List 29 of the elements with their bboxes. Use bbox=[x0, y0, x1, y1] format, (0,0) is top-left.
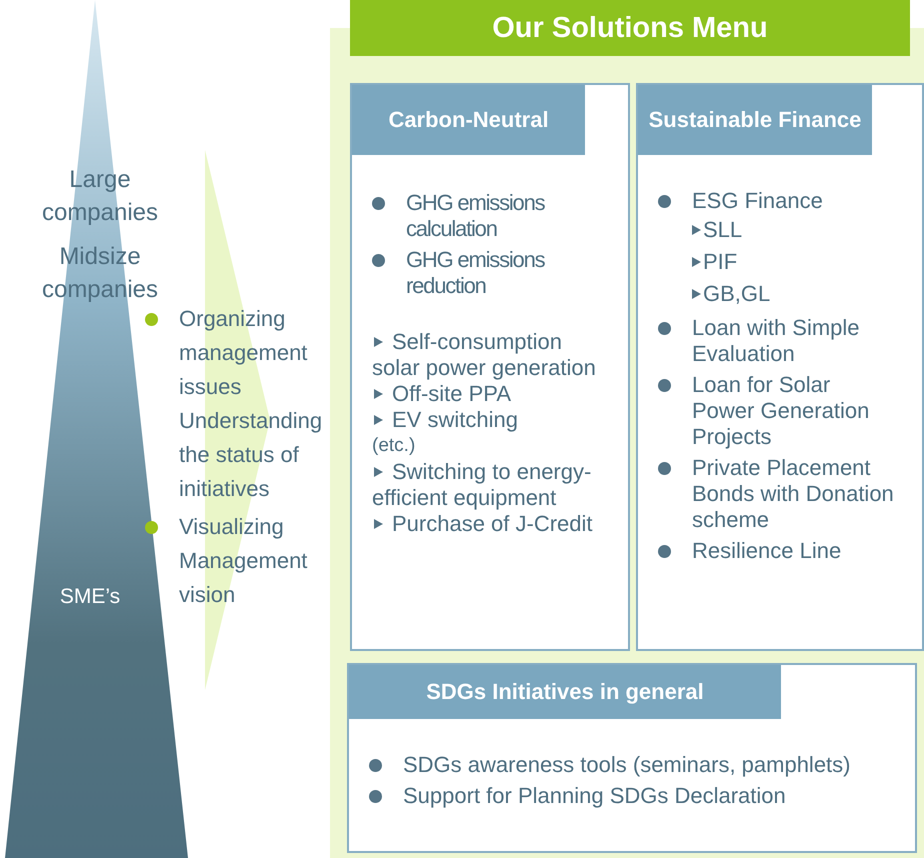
list-item: Self-consumption solar power generation bbox=[372, 329, 602, 381]
bullet-item: Visualizing Management vision bbox=[145, 510, 335, 612]
list-item: ESG Finance bbox=[658, 188, 898, 214]
list-item: GB,GL bbox=[658, 278, 898, 310]
bullet-item: Organizing management issues Understanding the status of initiatives bbox=[145, 302, 335, 506]
list-item: Loan for Solar Power Generation Projects bbox=[658, 372, 898, 450]
list-item: Loan with Simple Evaluation bbox=[658, 315, 898, 367]
list-item: EV switching bbox=[372, 407, 602, 433]
tier-label: SME’s bbox=[58, 584, 122, 610]
list-item: Resilience Line bbox=[658, 538, 898, 564]
card-heading: Sustainable Finance bbox=[638, 85, 872, 155]
list-item: (etc.) bbox=[372, 434, 416, 458]
panel-heading: Our Solutions Menu bbox=[350, 0, 910, 56]
list-item: PIF bbox=[658, 246, 898, 278]
list-item: GHG emissions reduction bbox=[372, 247, 602, 299]
list-item: Switching to energy-efficient equipment bbox=[372, 459, 602, 511]
list-item: GHG emissions calculation bbox=[372, 190, 602, 242]
list-item: SDGs awareness tools (seminars, pamphlets) bbox=[369, 752, 869, 778]
list-item: Private Placement Bonds with Donation scheme bbox=[658, 455, 898, 533]
solution-card bbox=[347, 663, 917, 853]
solution-card bbox=[636, 83, 924, 651]
menu-panel bbox=[330, 0, 924, 858]
list-item: Off-site PPA bbox=[372, 381, 602, 407]
card-heading: Carbon-Neutral bbox=[352, 85, 585, 155]
list-item: Support for Planning SDGs Declaration bbox=[369, 783, 869, 809]
list-item: Purchase of J-Credit bbox=[372, 511, 602, 537]
solution-card bbox=[350, 83, 630, 651]
list-item: SLL bbox=[658, 214, 898, 246]
card-heading: SDGs Initiatives in general bbox=[349, 665, 781, 719]
